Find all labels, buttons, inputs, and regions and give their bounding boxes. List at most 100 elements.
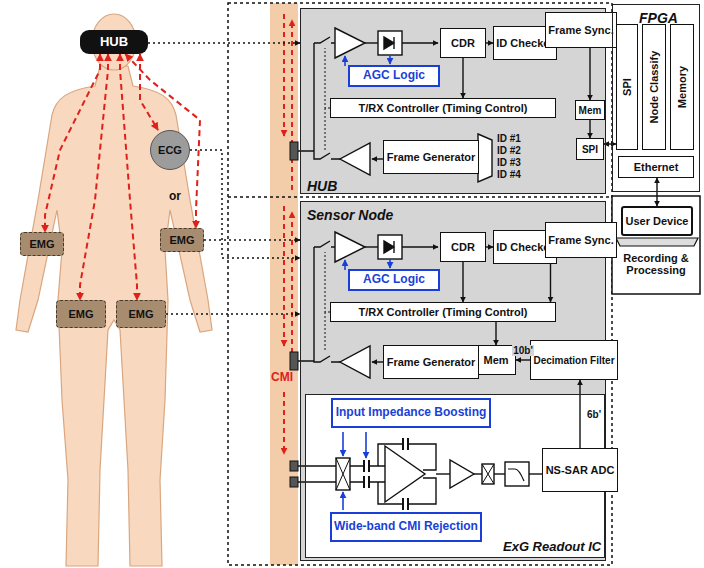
node-text: Memory bbox=[676, 66, 688, 108]
sensor-rf-chain bbox=[335, 232, 365, 262]
node-text: User Device bbox=[626, 215, 689, 227]
spi-block: SPI bbox=[576, 138, 604, 160]
cmi-arrows bbox=[291, 212, 293, 362]
hub-rf-chain bbox=[335, 28, 365, 58]
node-text: SPI bbox=[582, 144, 598, 155]
cmi-rejection-block: Wide-band CMI Rejection bbox=[330, 512, 482, 542]
node-text: Mem bbox=[579, 105, 602, 116]
ethernet-block: Ethernet bbox=[618, 156, 694, 178]
fpga-panel: FPGASPINode ClassifyMemoryEthernet bbox=[612, 4, 700, 192]
node-text: ECG bbox=[158, 144, 182, 156]
agc-block: AGC Logic bbox=[348, 65, 440, 87]
skin-band bbox=[270, 3, 298, 565]
dotted-link bbox=[204, 239, 300, 241]
node-text: CDR bbox=[451, 241, 475, 253]
exg-circuit bbox=[385, 446, 425, 502]
node-text: ExG Readout IC bbox=[503, 539, 601, 554]
exg-circuit bbox=[482, 464, 494, 484]
cmi-arrows bbox=[291, 20, 293, 190]
exg-circuit bbox=[336, 458, 350, 490]
node-text: NS-SAR ADC bbox=[546, 464, 615, 476]
adc-block: NS-SAR ADC bbox=[542, 448, 618, 492]
exg-circuit bbox=[474, 473, 482, 474]
cmi-arrows bbox=[283, 206, 285, 346]
electrodes bbox=[290, 461, 298, 471]
hub-rf-chain bbox=[478, 134, 492, 182]
memory-block: Mem bbox=[476, 345, 516, 375]
dotted-link bbox=[190, 150, 300, 258]
node-text: Ethernet bbox=[634, 161, 679, 173]
cmi-arrows bbox=[283, 14, 285, 136]
electrodes bbox=[290, 477, 298, 487]
laptop-base bbox=[616, 238, 698, 246]
node-text: Frame Sync. bbox=[548, 24, 613, 36]
hub-panel: HUBAGC LogicCDRID CheckerFrame Sync.T/RX… bbox=[300, 8, 606, 194]
sensor-rf-chain bbox=[340, 346, 370, 378]
node-text: Decimation Filter bbox=[533, 355, 614, 366]
signal-arrow bbox=[579, 380, 580, 448]
sensor-agc-arrows bbox=[389, 259, 391, 268]
body-channel-arrow bbox=[140, 54, 158, 130]
classify-column: Node Classify bbox=[642, 24, 666, 150]
spi-column: SPI bbox=[616, 24, 638, 150]
signal-arrow bbox=[486, 246, 493, 247]
sensor-panel: Sensor NodeAGC LogicCDRID CheckerFrame S… bbox=[300, 201, 606, 561]
node-text: EMG bbox=[169, 234, 194, 246]
node-text: Node Classify bbox=[648, 51, 660, 124]
signal-label: or bbox=[168, 190, 182, 203]
cmi-label: CMI bbox=[270, 371, 294, 384]
signal-arrow bbox=[462, 262, 463, 302]
agc-block: AGC Logic bbox=[348, 269, 440, 291]
decimation-block: Decimation Filter bbox=[530, 340, 618, 380]
node-text: HUB bbox=[307, 178, 337, 194]
signal-arrow bbox=[462, 58, 463, 98]
cdr-block: CDR bbox=[440, 232, 486, 262]
exg-circuit bbox=[364, 460, 369, 488]
hub-rf-chain bbox=[402, 42, 438, 43]
memory-column: Memory bbox=[670, 24, 694, 150]
signal-arrow bbox=[656, 178, 657, 206]
boosting-block: Input Impedance Boosting bbox=[331, 398, 491, 428]
cdr-block: CDR bbox=[440, 28, 486, 58]
exg-blue-arrows bbox=[365, 432, 367, 458]
sensor-rf-chain bbox=[402, 246, 438, 247]
label-box: Recording & Processing bbox=[612, 252, 700, 276]
controller-block: T/RX Controller (Timing Control) bbox=[330, 98, 556, 118]
edge-label-box: 6b' bbox=[586, 409, 602, 420]
frame-generator-block: Frame Generator bbox=[383, 140, 479, 174]
user-device-screen: User Device bbox=[621, 206, 693, 236]
cmi-arrows bbox=[284, 14, 292, 454]
frame-sync-block: Frame Sync. bbox=[545, 222, 617, 258]
sensor-agc-arrows bbox=[344, 260, 346, 270]
hub-rf-chain bbox=[378, 31, 402, 55]
exg-circuit bbox=[336, 458, 350, 490]
dotted-link bbox=[166, 313, 300, 315]
panel-fills bbox=[300, 4, 700, 561]
node-text: CDR bbox=[451, 37, 475, 49]
exg-blue-arrows bbox=[342, 432, 344, 456]
exg-circuit bbox=[298, 466, 336, 482]
exg-circuit bbox=[508, 469, 524, 481]
node-text: Sensor Node bbox=[307, 207, 393, 223]
node-text: HUB bbox=[100, 35, 128, 49]
emg-patch: EMG bbox=[56, 300, 106, 328]
edge-label-box: 10b' bbox=[512, 345, 534, 356]
recording-box bbox=[612, 196, 700, 294]
frame-generator-block: Frame Generator bbox=[383, 345, 479, 379]
bit-width-label: 10b' bbox=[512, 345, 534, 356]
signal-arrow bbox=[516, 359, 530, 360]
exg-circuit bbox=[505, 462, 529, 486]
body-outline bbox=[16, 66, 212, 566]
sensor-rf-chain bbox=[365, 246, 378, 247]
exg-circuit bbox=[350, 466, 385, 482]
body-channel-arrow bbox=[80, 54, 108, 300]
node-text: Wide-band CMI Rejection bbox=[334, 520, 478, 533]
node-text: AGC Logic bbox=[363, 69, 425, 82]
exg-circuit bbox=[298, 438, 554, 510]
emg-patch: EMG bbox=[116, 300, 166, 328]
panel-fill bbox=[612, 4, 700, 192]
body-channel-arrow bbox=[45, 54, 100, 232]
label-box: ID #4 bbox=[496, 169, 522, 180]
